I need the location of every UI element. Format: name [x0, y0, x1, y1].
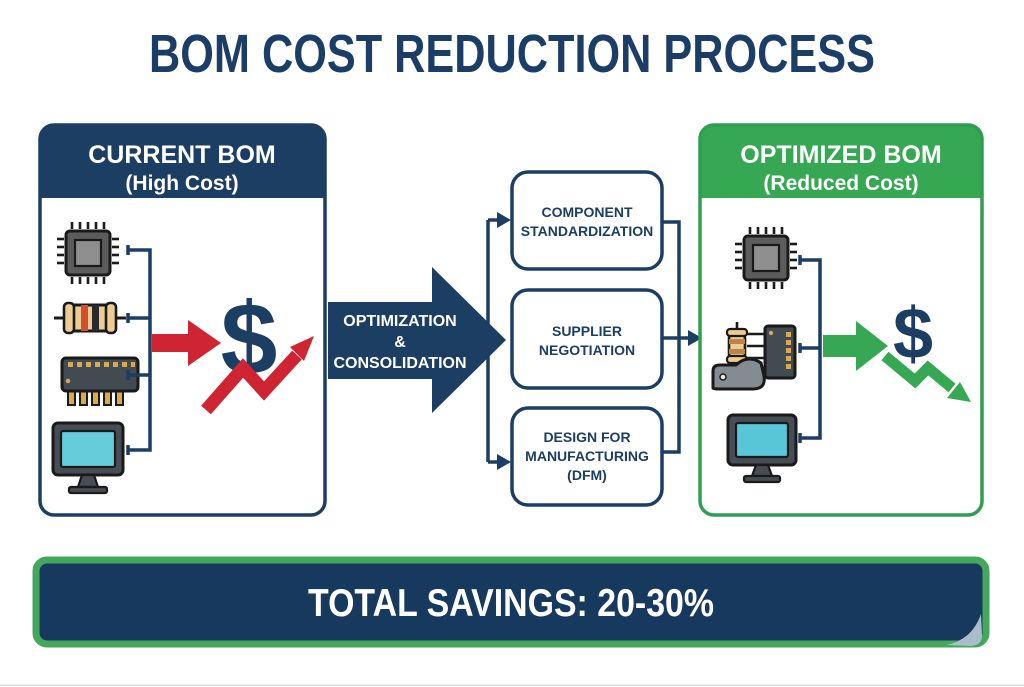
right-panel-title: OPTIMIZED BOM [740, 141, 941, 169]
microchip-icon [57, 222, 119, 284]
consolidated-parts-icons [711, 322, 797, 391]
left-bracket-connector [126, 245, 152, 455]
right-bracket-connector [798, 255, 822, 443]
process-steps: COMPONENT STANDARDIZATION SUPPLIER NEGOT… [486, 170, 702, 507]
microchip-icon-right [735, 227, 797, 289]
right-panel-subtitle: (Reduced Cost) [763, 172, 918, 195]
step3-line2: MANUFACTURING [525, 448, 649, 464]
flow-arrow-line1: OPTIMIZATION [343, 313, 456, 330]
flow-arrow: OPTIMIZATION & CONSOLIDATION [328, 267, 506, 413]
flow-arrow-line2: & [394, 334, 406, 351]
process-step-1: COMPONENT STANDARDIZATION [510, 170, 664, 271]
steps-output-connector [662, 220, 690, 454]
left-panel-header [40, 125, 325, 198]
side-ic-chip-icon [747, 324, 797, 380]
left-panel-border [38, 123, 327, 517]
savings-banner-box [32, 556, 990, 648]
right-panel-header [700, 125, 982, 198]
bottom-edge-artifact [0, 684, 1024, 686]
right-panel: OPTIMIZED BOM (Reduced Cost) [698, 123, 984, 517]
ic-chip-icon [60, 356, 140, 406]
step2-line1: SUPPLIER [552, 323, 622, 339]
reduced-cost-dollar-sign: $ [893, 294, 933, 374]
page-curl-decoration [946, 614, 982, 646]
process-step-2: SUPPLIER NEGOTIATION [510, 288, 664, 390]
mount-bracket-icon [711, 357, 766, 391]
flow-arrow-shape [328, 267, 506, 413]
step1-in-arrowhead [497, 212, 511, 228]
green-arrow-icon [823, 321, 888, 371]
step1-line1: COMPONENT [542, 204, 633, 220]
savings-banner: TOTAL SAVINGS: 20-30% [32, 556, 990, 648]
left-panel-title: CURRENT BOM [88, 141, 276, 169]
step1-line2: STANDARDIZATION [521, 223, 653, 239]
step3-in-arrowhead [497, 454, 511, 470]
rising-cost-arrow-icon [201, 336, 314, 415]
steps-out-arrowhead [688, 330, 702, 346]
falling-cost-arrow-icon [881, 351, 971, 402]
step3-line3: (DFM) [567, 467, 607, 483]
right-panel-border [698, 123, 984, 517]
resistor-icon [54, 301, 126, 335]
flow-arrow-line3: CONSOLIDATION [333, 355, 466, 372]
step3-line1: DESIGN FOR [543, 429, 630, 445]
monitor-icon [51, 421, 125, 495]
monitor-icon-right [726, 413, 798, 484]
left-panel-subtitle: (High Cost) [125, 172, 238, 195]
red-arrow-icon [152, 320, 221, 366]
left-panel-body [40, 125, 325, 515]
page-title: BOM COST REDUCTION PROCESS [149, 24, 875, 84]
step2-line2: NEGOTIATION [539, 342, 635, 358]
savings-banner-text: TOTAL SAVINGS: 20-30% [308, 582, 714, 625]
process-step-3: DESIGN FOR MANUFACTURING (DFM) [510, 406, 664, 507]
left-panel: CURRENT BOM (High Cost) [38, 123, 327, 517]
